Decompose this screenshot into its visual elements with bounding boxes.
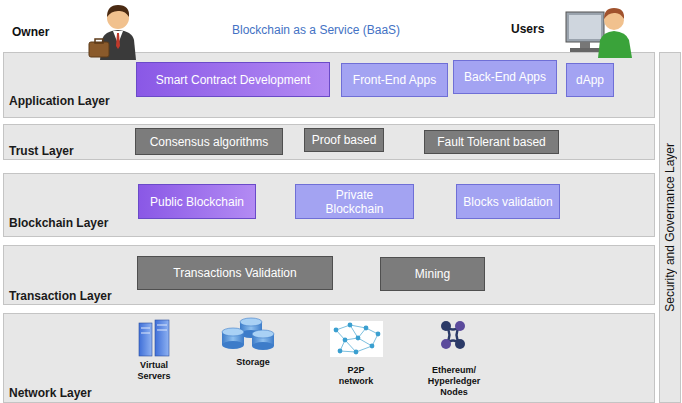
box-label: Security and Governance Layer	[663, 143, 677, 312]
layer-label: Application Layer	[9, 94, 110, 108]
icon-label: P2P network	[331, 365, 381, 387]
layer-band: Application Layer Smart Contract Developm…	[3, 52, 655, 118]
service-box: Consensus algorithms	[135, 128, 283, 155]
service-box: Proof based	[304, 128, 384, 152]
service-box: Smart Contract Development	[136, 62, 330, 97]
box-label: Front-End Apps	[353, 73, 436, 87]
actor-label: Users	[511, 22, 571, 36]
server-icon	[139, 320, 169, 356]
service-box: Private Blockchain	[295, 184, 414, 219]
user-icon	[566, 8, 632, 58]
box-label: Public Blockchain	[150, 195, 244, 209]
service-box: dApp	[566, 63, 614, 97]
service-box: Mining	[380, 257, 485, 291]
service-box: Front-End Apps	[341, 63, 448, 97]
box-label: Consensus algorithms	[150, 135, 269, 149]
icon-label: Virtual Servers	[129, 360, 179, 382]
layer-label: Transaction Layer	[9, 289, 112, 303]
service-box: Transactions Validation	[137, 256, 333, 290]
layer-band: Network Layer	[3, 313, 655, 403]
box-label: Smart Contract Development	[156, 73, 311, 87]
layer-band: Transaction Layer Transactions Validation…	[3, 245, 655, 305]
box-label: Private Blockchain	[318, 188, 391, 216]
layer-label: Network Layer	[9, 386, 92, 400]
icon-label: Storage	[223, 357, 283, 368]
storage-icon	[222, 318, 274, 350]
owner-icon	[89, 5, 136, 60]
layer-label: Trust Layer	[9, 144, 74, 158]
box-label: Mining	[415, 267, 450, 281]
layer-band: Trust Layer Consensus algorithms Proof bas…	[3, 124, 655, 160]
p2p-network-icon	[330, 321, 383, 357]
icon-label: Ethereum/ Hyperledger Nodes	[418, 365, 490, 398]
hyperledger-icon	[441, 321, 465, 349]
service-box: Public Blockchain	[138, 184, 256, 219]
diagram-title: Blockchain as a Service (BaaS)	[232, 23, 400, 37]
vertical-layer-band: Security and Governance Layer	[659, 52, 681, 403]
service-box: Fault Tolerant based	[424, 130, 559, 154]
box-label: dApp	[576, 73, 604, 87]
box-label: Proof based	[312, 133, 377, 147]
actor-label: Owner	[12, 25, 72, 39]
service-box: Back-End Apps	[453, 60, 557, 94]
box-label: Fault Tolerant based	[437, 135, 546, 149]
layer-label: Blockchain Layer	[9, 216, 108, 230]
box-label: Blocks validation	[463, 195, 552, 209]
service-box: Blocks validation	[456, 184, 560, 219]
box-label: Transactions Validation	[173, 266, 296, 280]
box-label: Back-End Apps	[464, 70, 546, 84]
layer-band: Blockchain Layer Public Blockchain Private…	[3, 173, 655, 237]
